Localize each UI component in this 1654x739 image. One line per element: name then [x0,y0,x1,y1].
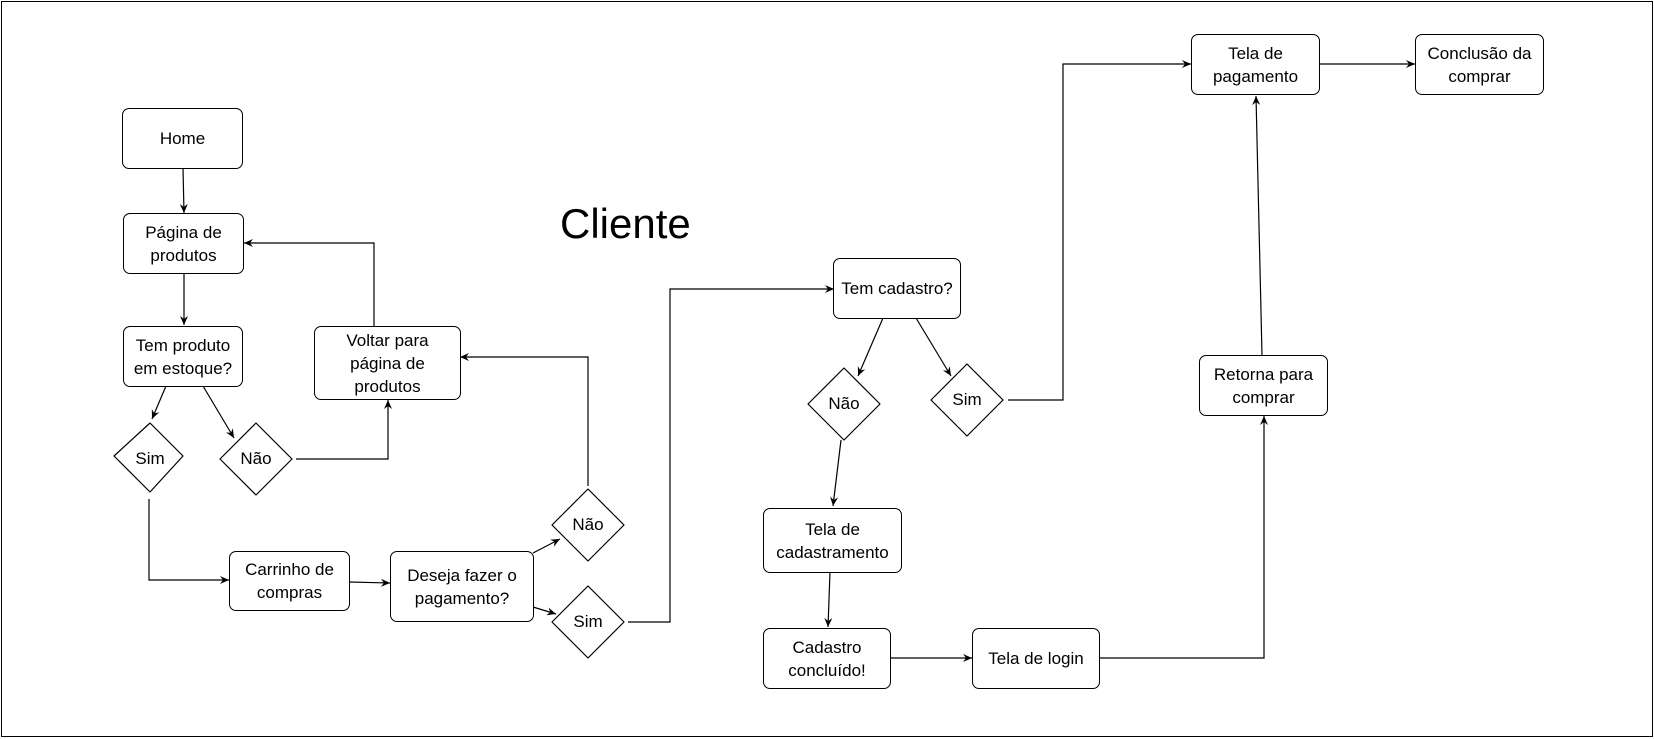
node-home[interactable]: Home [122,108,243,169]
edge-cadastro-sim [915,317,952,377]
node-pagina-produtos[interactable]: Página de produtos [123,213,244,274]
decision-pagamento-sim[interactable]: Sim [573,612,603,631]
diamond-cadastro-sim [930,363,1004,437]
edge-nao-cadastramento [830,439,842,507]
diamond-estoque-sim [113,422,184,493]
node-tela-pagamento[interactable]: Tela de pagamento [1191,34,1320,95]
diamond-estoque-nao [219,422,293,496]
edge-cadastro-nao [857,317,884,377]
edge-voltar-produtos [244,239,375,326]
node-conclusao[interactable]: Conclusão da comprar [1415,34,1544,95]
node-cadastro-concluido[interactable]: Cadastro concluído! [763,628,891,689]
decision-pagamento-nao[interactable]: Não [572,515,604,534]
diamond-cadastro-nao [807,367,881,441]
diamond-pagamento-nao [551,488,625,562]
edge-sim-carrinho [148,499,229,584]
decision-estoque-sim[interactable]: Sim [135,449,165,468]
edge-sim-pagamento [1008,60,1191,401]
edge-sim-temcadastro [628,285,834,623]
edge-deseja-nao [532,538,561,554]
edge-home-produtos [179,167,188,214]
diagram-title: Cliente [560,200,691,247]
decision-cadastro-sim[interactable]: Sim [952,390,982,409]
node-deseja-pagamento[interactable]: Deseja fazer o pagamento? [390,551,534,622]
node-retorna-comprar[interactable]: Retorna para comprar [1199,355,1328,416]
node-tem-cadastro[interactable]: Tem cadastro? [833,258,961,319]
edge-retorna-pagamento [1252,95,1263,356]
decision-estoque-nao[interactable]: Não [240,449,272,468]
edge-nao-voltar [296,400,392,460]
edge-deseja-sim [532,606,557,616]
edge-login-retorna [1100,416,1268,659]
edge-carrinho-deseja [348,578,391,587]
node-tela-login[interactable]: Tela de login [972,628,1100,689]
node-tem-produto[interactable]: Tem produto em estoque? [123,326,243,387]
edge-estoque-sim [151,385,167,420]
edge-nao-voltar-loop [460,353,589,486]
node-tela-cadastramento[interactable]: Tela de cadastramento [763,508,902,573]
decision-cadastro-nao[interactable]: Não [828,394,860,413]
edge-cadastramento-concluido [824,571,833,628]
edge-estoque-nao [202,385,235,439]
diamond-pagamento-sim [551,585,625,659]
node-carrinho[interactable]: Carrinho de compras [229,551,350,611]
node-voltar-produtos[interactable]: Voltar para página de produtos [314,326,461,400]
